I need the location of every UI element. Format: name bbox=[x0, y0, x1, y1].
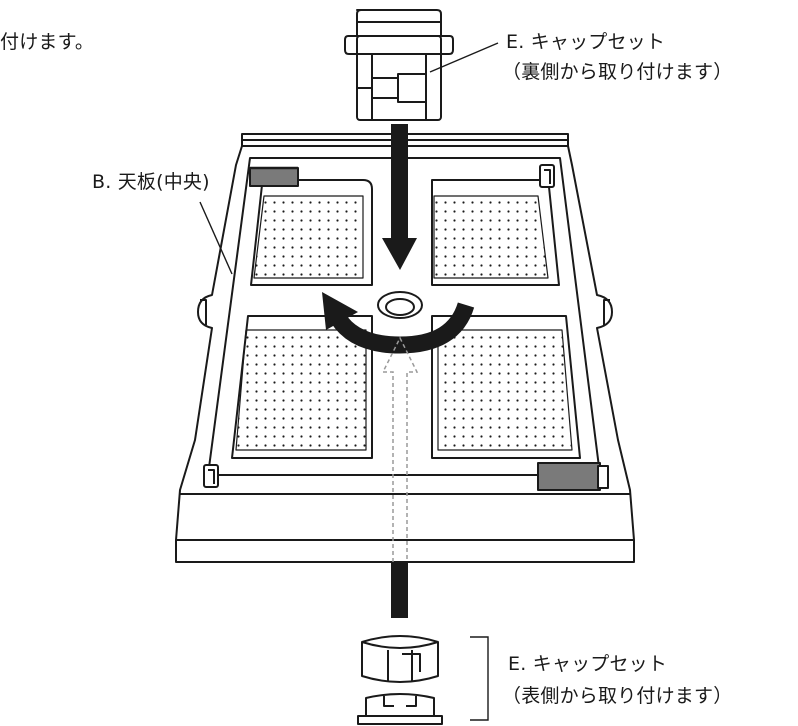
bottom-arrow-shaft bbox=[391, 562, 408, 618]
down-arrow-icon bbox=[382, 124, 417, 270]
rotate-arrow-icon bbox=[322, 292, 475, 354]
bottom-cap-set-illustration bbox=[357, 635, 443, 725]
bottom-cap-bracket bbox=[470, 636, 489, 721]
center-panel-label: B. 天板(中央) bbox=[92, 171, 210, 193]
dashed-up-arrow-icon bbox=[381, 336, 419, 562]
top-cap-title: E. キャップセット bbox=[506, 31, 666, 53]
cropped-instruction-fragment: 付けます。 bbox=[0, 31, 95, 53]
bottom-cap-title: E. キャップセット bbox=[508, 653, 668, 675]
top-cap-set-illustration bbox=[344, 9, 454, 121]
center-panel-leader bbox=[199, 201, 233, 275]
top-cap-leader bbox=[429, 42, 499, 73]
top-cap-note: （裏側から取り付けます） bbox=[502, 61, 733, 83]
leader-lines bbox=[199, 42, 499, 721]
center-panel-illustration bbox=[175, 133, 635, 563]
bottom-cap-note: （表側から取り付けます） bbox=[502, 685, 733, 707]
